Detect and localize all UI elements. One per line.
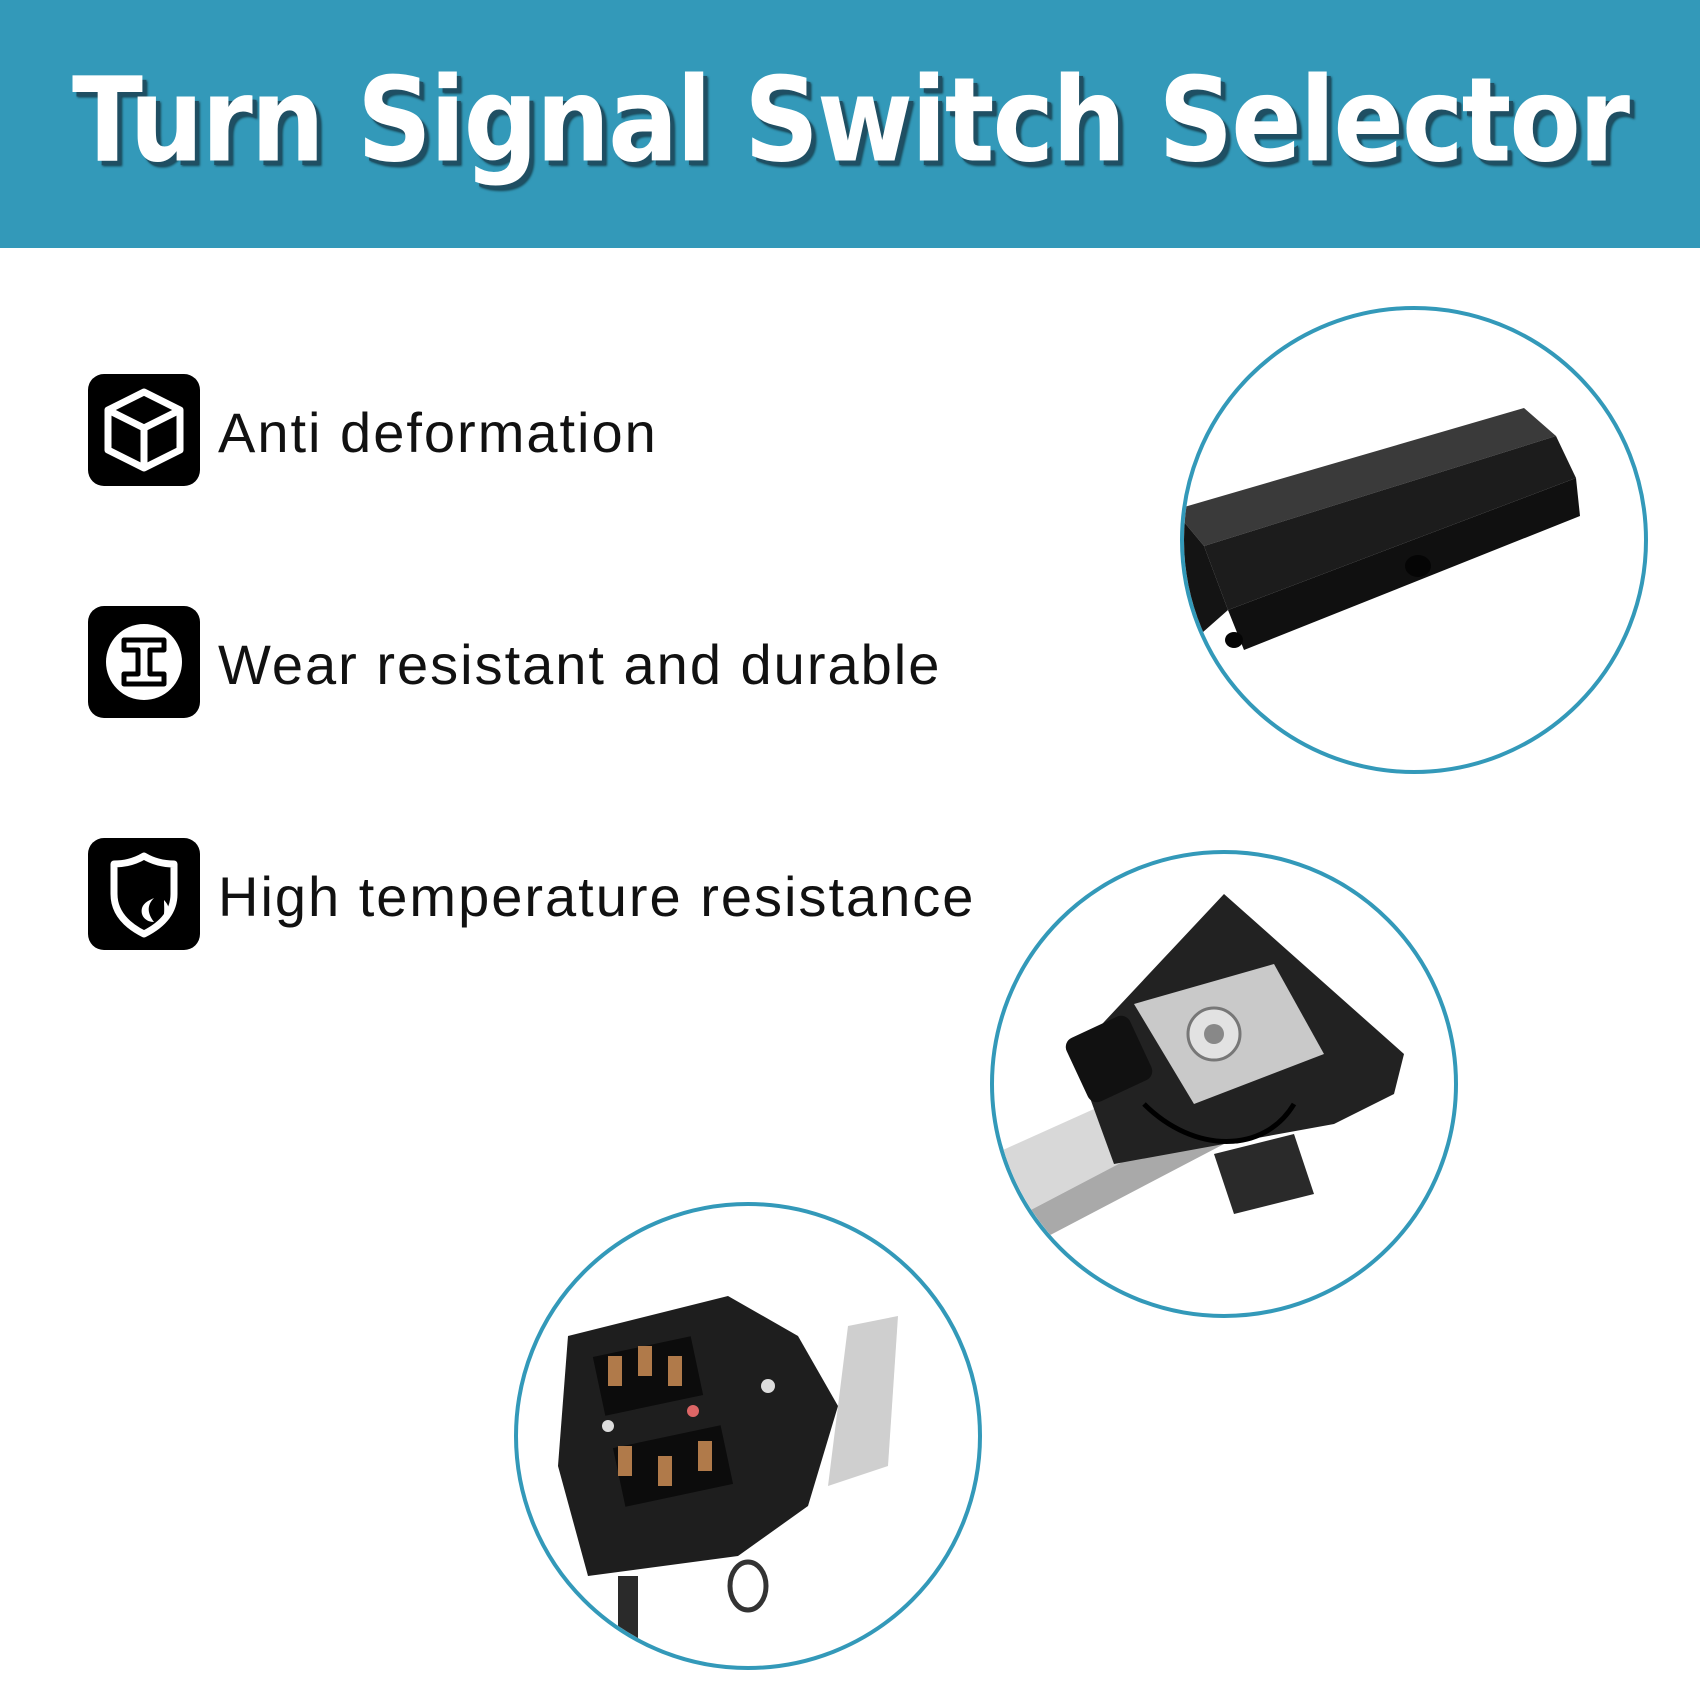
banner-title: Turn Signal Switch Selector [71, 52, 1630, 189]
feature-label: High temperature resistance [218, 865, 976, 928]
product-photo-connector [514, 1202, 982, 1670]
product-photo-mechanism [990, 850, 1458, 1318]
i-beam-icon [88, 606, 200, 718]
cube-icon [88, 374, 200, 486]
product-photo-bar [1180, 306, 1648, 774]
title-banner: Turn Signal Switch Selector [0, 0, 1700, 248]
feature-item-anti-deformation: Anti deformation [88, 374, 1068, 486]
feature-label: Wear resistant and durable [218, 633, 942, 696]
feature-item-wear-resistant: Wear resistant and durable [88, 606, 1068, 718]
feature-item-high-temperature: High temperature resistance [88, 838, 1068, 950]
feature-label: Anti deformation [218, 401, 658, 464]
shield-flame-icon [88, 838, 200, 950]
